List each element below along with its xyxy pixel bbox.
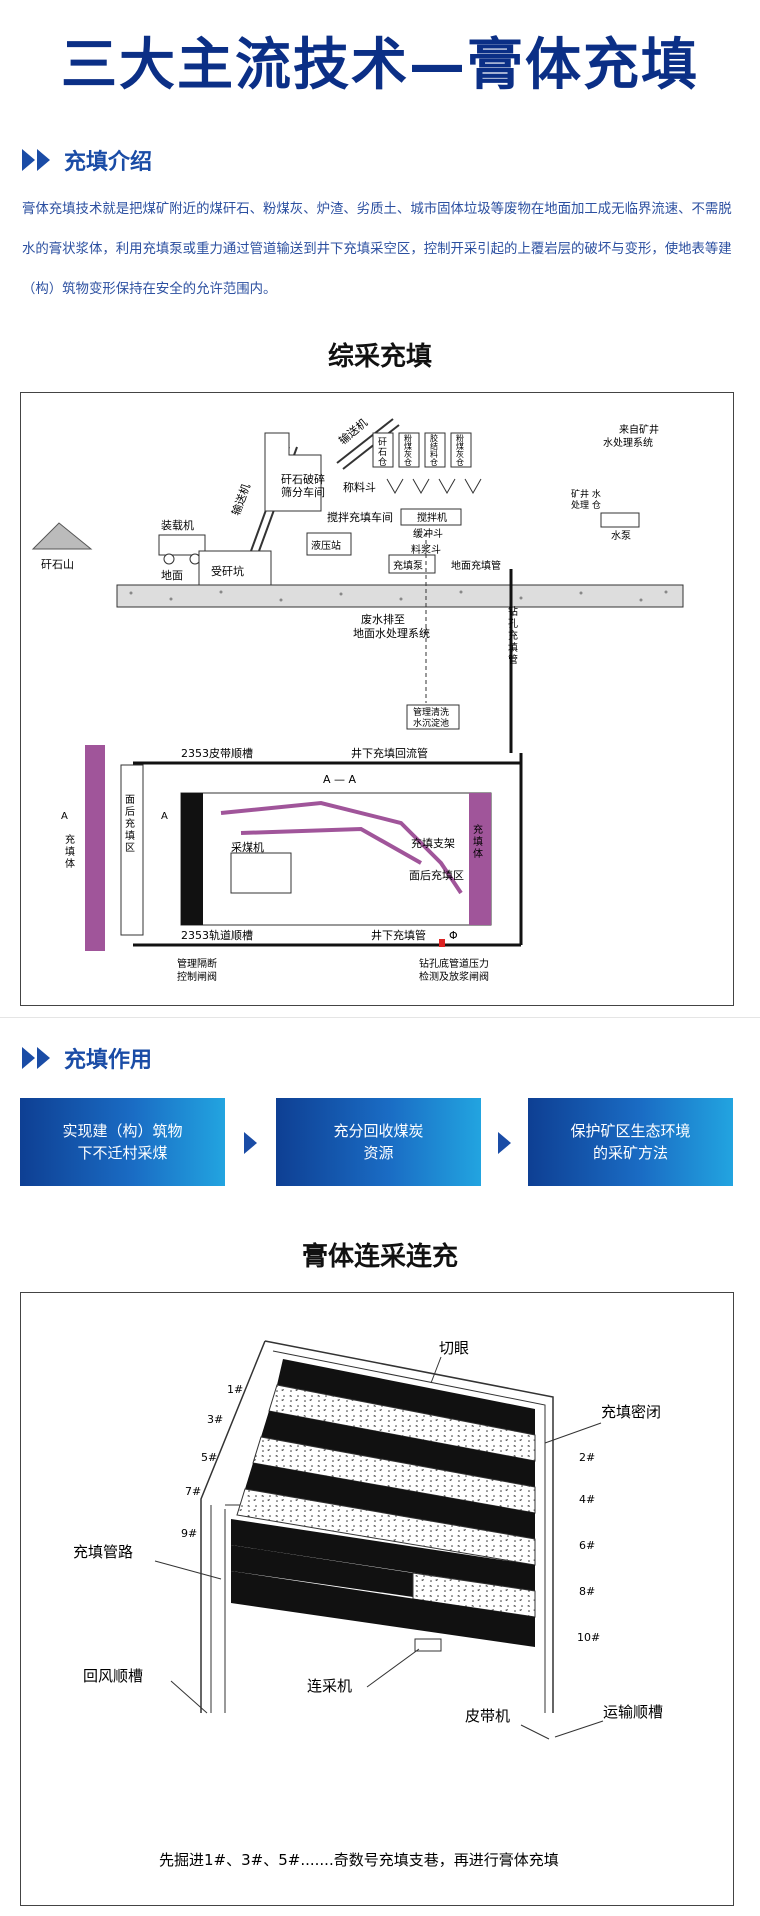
label-phi: Φ — [449, 929, 458, 942]
label-pipe-cleaning: 管理清洗水沉淀池 — [413, 706, 449, 729]
label-waste-hill: 矸石山 — [41, 558, 74, 571]
label-back-fill-zone-left: 面后充填区 — [125, 795, 135, 854]
label-surface-pipe: 地面充填管 — [451, 559, 501, 572]
label-fill-support: 充填支架 — [411, 836, 455, 850]
label-even-6: 6# — [579, 1539, 595, 1552]
label-from-mine: 来自矿井水处理系统 — [603, 423, 659, 449]
label-weigh-hopper: 称料斗 — [343, 480, 376, 494]
page-title: 三大主流技术—膏体充填 — [61, 33, 699, 98]
label-binder-bin: 胶结料仓 — [430, 433, 438, 467]
label-a-right: A — [161, 811, 168, 822]
label-underground-pipe: 井下充填管 — [371, 928, 426, 942]
waste-hill-icon — [31, 522, 93, 550]
label-gangue-bin: 矸石仓 — [378, 437, 387, 468]
label-pipe-valve: 管理隔断控制闸阀 — [177, 957, 217, 983]
label-odd-9: 9# — [181, 1527, 197, 1540]
label-odd-7: 7# — [185, 1485, 201, 1498]
label-return-trough: 回风顺槽 — [83, 1667, 143, 1685]
diagram2-caption: 先掘进1#、3#、5#.......奇数号充填支巷，再进行膏体充填 — [159, 1851, 559, 1869]
label-fill-pipeline: 充填管路 — [73, 1543, 133, 1561]
label-borehole-pipe: 钻孔充填管 — [508, 605, 518, 666]
diagram1-title: 综采充填 — [327, 342, 432, 372]
label-section: A — A — [323, 773, 357, 786]
label-ground: 地面 — [161, 569, 183, 582]
pipe-cleaning-box — [406, 704, 460, 730]
label-belt-conveyor: 皮带机 — [465, 1707, 510, 1725]
fill-body-left-strip — [85, 745, 105, 951]
label-miner: 连采机 — [307, 1677, 352, 1695]
label-mixing-plant: 搅拌充填车间 — [327, 510, 393, 524]
effects-heading: 充填作用 — [64, 1048, 153, 1073]
label-flyash-bin1: 粉煤灰仓 — [404, 433, 412, 467]
effect-card-1: 实现建（构）筑物下不迁村采煤 — [20, 1098, 225, 1186]
label-even-10: 10# — [577, 1631, 600, 1644]
effect-card-2: 充分回收煤炭资源 — [276, 1098, 481, 1186]
hydraulic-station-box — [306, 532, 352, 556]
label-belt-trough: 2353皮带顺槽 — [181, 747, 253, 760]
label-odd-1: 1# — [227, 1383, 243, 1396]
section-heading-intro: 充填介绍 — [22, 144, 152, 176]
label-even-2: 2# — [579, 1451, 595, 1464]
chevron-right-icon — [498, 1132, 511, 1154]
label-waste-water: 废水排至地面水处理系统 — [353, 612, 430, 640]
effect-text-1: 实现建（构）筑物下不迁村采煤 — [62, 1122, 183, 1162]
receiving-pit-box — [198, 550, 272, 586]
fill-pump-box — [388, 554, 436, 574]
label-fill-body-left: 充填体 — [65, 833, 75, 870]
crushing-building — [264, 432, 322, 512]
label-odd-5: 5# — [201, 1451, 217, 1464]
label-pressure-valve: 钻孔底管道压力检测及放浆闸阀 — [419, 957, 489, 983]
diagram2-panel: 切眼 充填密闭 充填管路 回风顺槽 连采机 皮带机 运输顺槽 1# 3# 5# … — [20, 1292, 734, 1906]
label-cut-eye: 切眼 — [439, 1339, 469, 1357]
label-conveyor-top: 输送机 — [336, 415, 370, 447]
effect-text-2: 充分回收煤炭资源 — [333, 1122, 424, 1162]
label-water-pump: 水泵 — [611, 530, 631, 542]
label-buffer-hopper: 缓冲斗 — [413, 527, 443, 540]
label-return-pipe: 井下充填回流管 — [351, 746, 428, 760]
intro-heading: 充填介绍 — [64, 150, 153, 175]
continuous-mining-diagram: 切眼 充填密闭 充填管路 回风顺槽 连采机 皮带机 运输顺槽 1# 3# 5# … — [73, 1339, 663, 1869]
chevron-right-icon — [244, 1132, 257, 1154]
label-fill-seal: 充填密闭 — [601, 1403, 661, 1421]
loader-icon — [158, 534, 206, 556]
water-pump-icon — [600, 512, 640, 528]
fill-process-diagram: 矸石山 装载机 地面 受矸坑 输送机 输送机 矸石破碎筛分车间 矸石仓 粉煤灰仓… — [31, 415, 684, 983]
double-arrow-icon — [22, 1047, 50, 1069]
label-hydraulic-station: 液压站 — [311, 539, 341, 552]
label-mixer: 搅拌机 — [417, 511, 447, 524]
label-even-8: 8# — [579, 1585, 595, 1598]
ground-strip — [116, 584, 684, 608]
effect-card-3: 保护矿区生态环境的采矿方法 — [528, 1098, 733, 1186]
label-receiving-pit: 受矸坑 — [211, 564, 244, 578]
label-crushing: 矸石破碎筛分车间 — [281, 472, 325, 499]
label-track-trough: 2353轨道顺槽 — [181, 928, 253, 942]
mixer-box — [400, 508, 462, 526]
label-flyash-bin2: 粉煤灰仓 — [456, 433, 464, 467]
diagram1-panel: 矸石山 装载机 地面 受矸坑 输送机 输送机 矸石破碎筛分车间 矸石仓 粉煤灰仓… — [20, 392, 734, 1006]
label-loader: 装载机 — [161, 518, 194, 532]
label-conveyor-left: 输送机 — [229, 482, 253, 518]
section-divider — [0, 1017, 760, 1018]
label-fill-pump: 充填泵 — [393, 559, 423, 572]
label-mine-water-bin: 矿井 水处理 仓 — [571, 488, 601, 511]
back-fill-zone-left — [120, 764, 144, 936]
miner-icon — [414, 1638, 442, 1652]
label-fill-body-right: 充填体 — [473, 823, 483, 860]
label-shearer: 采煤机 — [231, 840, 264, 854]
label-odd-3: 3# — [207, 1413, 223, 1426]
effect-text-3: 保护矿区生态环境的采矿方法 — [570, 1122, 691, 1162]
intro-paragraph: 膏体充填技术就是把煤矿附近的煤矸石、粉煤灰、炉渣、劣质土、城市固体垃圾等废物在地… — [22, 202, 732, 297]
diagram2-title: 膏体连采连充 — [301, 1242, 458, 1272]
section-heading-effects: 充填作用 — [22, 1042, 152, 1074]
label-transport-trough: 运输顺槽 — [603, 1703, 663, 1721]
label-even-4: 4# — [579, 1493, 595, 1506]
label-a-left: A — [61, 811, 68, 822]
double-arrow-icon — [22, 149, 50, 171]
label-back-fill-zone: 面后充填区 — [409, 868, 464, 882]
